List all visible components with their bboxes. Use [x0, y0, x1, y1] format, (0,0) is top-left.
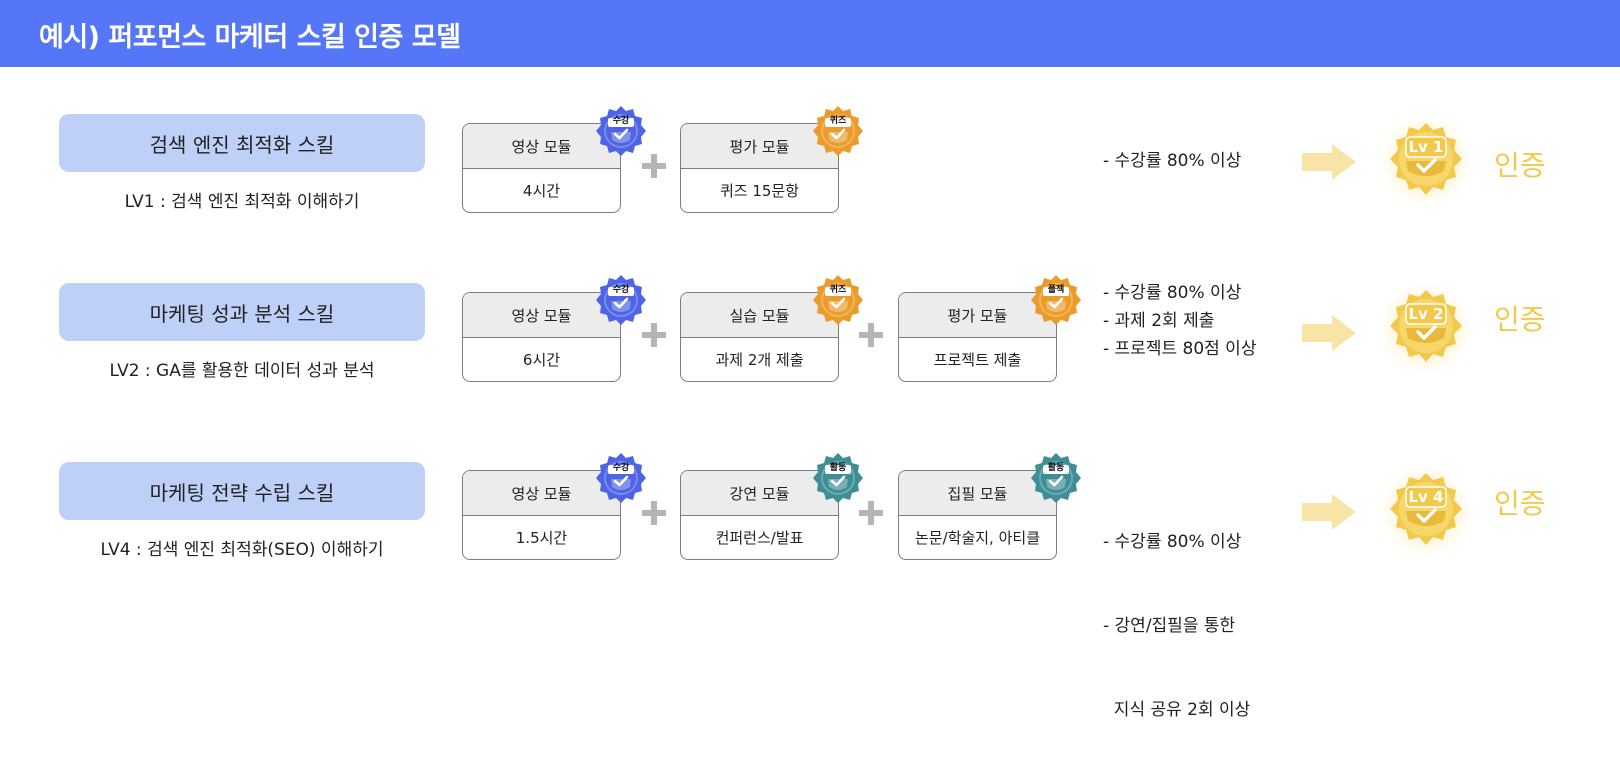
- arrow-icon: [1302, 492, 1356, 532]
- module-title: 평가 모듈: [899, 293, 1056, 338]
- level-label: Lv 4: [1408, 488, 1444, 506]
- level-label: Lv 1: [1408, 138, 1444, 156]
- cert-label: 인증: [1494, 149, 1546, 182]
- level-label: Lv 2: [1408, 305, 1444, 323]
- module-card-eval: 평가 모듈 퀴즈 15문항: [680, 123, 839, 213]
- plus-icon: [857, 321, 885, 349]
- plus-icon: [640, 321, 668, 349]
- skill-desc: LV1 : 검색 엔진 최적화 이해하기: [124, 192, 360, 212]
- cert-label: 인증: [1494, 487, 1546, 520]
- criteria-list: - 수강률 80% 이상 - 과제 2회 제출 - 프로젝트 80점 이상: [1103, 279, 1256, 363]
- badge-label: 퀴즈: [829, 285, 847, 295]
- skill-name: 검색 엔진 최적화 스킬: [59, 114, 425, 172]
- quiz-badge-icon: 퀴즈: [811, 104, 865, 158]
- module-card-video: 영상 모듈 4시간: [462, 123, 621, 213]
- module-title: 집필 모듈: [899, 471, 1056, 516]
- module-value: 퀴즈 15문항: [719, 182, 800, 200]
- plus-icon: [857, 499, 885, 527]
- skill-name: 마케팅 전략 수립 스킬: [59, 462, 425, 520]
- arrow-icon: [1302, 313, 1356, 353]
- module-card-lecture: 강연 모듈 컨퍼런스/발표: [680, 470, 839, 560]
- badge-label: 플젝: [1047, 285, 1065, 295]
- activity-badge-icon: 활동: [811, 451, 865, 505]
- quiz-badge-icon: 퀴즈: [811, 273, 865, 327]
- skill-row-1: 검색 엔진 최적화 스킬 LV1 : 검색 엔진 최적화 이해하기 영상 모듈 …: [0, 114, 1620, 264]
- criteria-item: - 과제 2회 제출: [1103, 311, 1215, 331]
- arrow-icon: [1302, 142, 1356, 182]
- module-value: 4시간: [522, 182, 561, 200]
- level-badge-icon: Lv 1: [1380, 115, 1472, 207]
- module-card-writing: 집필 모듈 논문/학술지, 아티클: [898, 470, 1057, 560]
- skill-row-3: 마케팅 전략 수립 스킬 LV4 : 검색 엔진 최적화(SEO) 이해하기 영…: [0, 462, 1620, 720]
- module-value: 논문/학술지, 아티클: [915, 529, 1040, 547]
- skill-desc: LV2 : GA를 활용한 데이터 성과 분석: [109, 361, 375, 381]
- module-title: 영상 모듈: [463, 293, 620, 338]
- criteria-item: - 수강률 80% 이상: [1103, 151, 1242, 171]
- project-badge-icon: 플젝: [1029, 273, 1083, 327]
- criteria-item: - 프로젝트 80점 이상: [1103, 339, 1257, 359]
- criteria-list: - 수강률 80% 이상: [1103, 147, 1241, 175]
- skill-desc: LV4 : 검색 엔진 최적화(SEO) 이해하기: [100, 540, 384, 560]
- badge-label: 수강: [612, 285, 630, 295]
- cert-label: 인증: [1494, 303, 1546, 336]
- plus-icon: [640, 152, 668, 180]
- header-bar: 예시) 퍼포먼스 마케터 스킬 인증 모델: [0, 0, 1620, 67]
- activity-badge-icon: 활동: [1029, 451, 1083, 505]
- badge-label: 활동: [829, 463, 847, 473]
- module-title: 평가 모듈: [681, 124, 838, 169]
- module-value: 1.5시간: [515, 529, 568, 547]
- criteria-list: - 수강률 80% 이상 - 강연/집필을 통한 지식 공유 2회 이상: [1103, 472, 1250, 780]
- badge-label: 수강: [612, 116, 630, 126]
- attend-badge-icon: 수강: [594, 451, 648, 505]
- module-card-video: 영상 모듈 6시간: [462, 292, 621, 382]
- badge-label: 활동: [1047, 463, 1065, 473]
- criteria-item: - 강연/집필을 통한: [1103, 616, 1236, 636]
- module-title: 영상 모듈: [463, 124, 620, 169]
- module-value: 6시간: [522, 351, 561, 369]
- module-card-eval: 평가 모듈 프로젝트 제출: [898, 292, 1057, 382]
- skill-row-2: 마케팅 성과 분석 스킬 LV2 : GA를 활용한 데이터 성과 분석 영상 …: [0, 283, 1620, 433]
- module-card-practice: 실습 모듈 과제 2개 제출: [680, 292, 839, 382]
- criteria-item: 지식 공유 2회 이상: [1103, 700, 1251, 720]
- skill-name: 마케팅 성과 분석 스킬: [59, 283, 425, 341]
- module-value: 과제 2개 제출: [715, 351, 804, 369]
- criteria-item: - 수강률 80% 이상: [1103, 532, 1242, 552]
- badge-label: 수강: [612, 463, 630, 473]
- level-badge-icon: Lv 2: [1380, 282, 1472, 374]
- page-title: 예시) 퍼포먼스 마케터 스킬 인증 모델: [39, 22, 461, 53]
- module-value: 프로젝트 제출: [933, 351, 1022, 369]
- criteria-item: - 수강률 80% 이상: [1103, 283, 1242, 303]
- attend-badge-icon: 수강: [594, 104, 648, 158]
- badge-label: 퀴즈: [829, 116, 847, 126]
- module-title: 강연 모듈: [681, 471, 838, 516]
- plus-icon: [640, 499, 668, 527]
- module-title: 영상 모듈: [463, 471, 620, 516]
- module-title: 실습 모듈: [681, 293, 838, 338]
- level-badge-icon: Lv 4: [1380, 465, 1472, 557]
- module-card-video: 영상 모듈 1.5시간: [462, 470, 621, 560]
- module-value: 컨퍼런스/발표: [715, 529, 804, 547]
- attend-badge-icon: 수강: [594, 273, 648, 327]
